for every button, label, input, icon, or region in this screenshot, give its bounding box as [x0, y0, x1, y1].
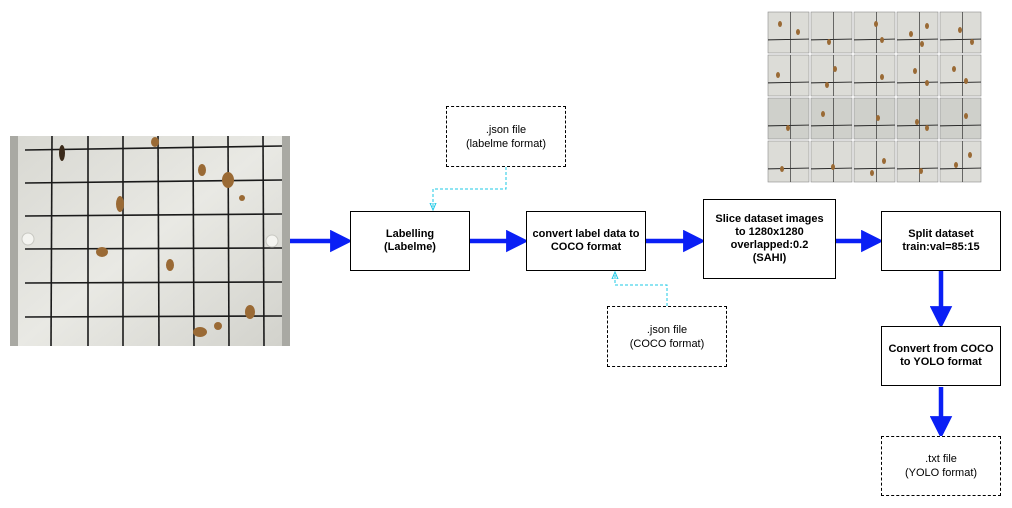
slice-tile: [853, 11, 896, 54]
step-labelling: Labelling (Labelme): [350, 211, 470, 271]
slice-tile: [810, 54, 853, 97]
slice-tile: [853, 97, 896, 140]
slice-tile: [767, 11, 810, 54]
slice-tile: [853, 140, 896, 183]
slice-tile: [896, 140, 939, 183]
source-trap-photo: [10, 136, 290, 346]
slice-tile: [896, 11, 939, 54]
slice-tile: [810, 140, 853, 183]
slice-tile: [767, 54, 810, 97]
slice-tile: [810, 97, 853, 140]
step-convert-coco: convert label data to COCO format: [526, 211, 646, 271]
sliced-images-grid: [766, 10, 982, 190]
slice-tile: [939, 54, 982, 97]
step-slice-dataset: Slice dataset images to 1280x1280 overla…: [703, 199, 836, 279]
slice-tile: [939, 140, 982, 183]
sliced-tiles-image: [766, 10, 982, 190]
file-json-labelme: .json file (labelme format): [446, 106, 566, 167]
slice-tile: [896, 97, 939, 140]
slice-tile: [853, 54, 896, 97]
slice-tile: [810, 11, 853, 54]
arrow-json-coco-to-convert: [615, 273, 668, 306]
slice-tile: [939, 11, 982, 54]
trap-photo-image: [10, 136, 290, 346]
step-convert-yolo: Convert from COCO to YOLO format: [881, 326, 1001, 386]
step-split-dataset: Split dataset train:val=85:15: [881, 211, 1001, 271]
slice-tile: [767, 140, 810, 183]
slice-tile: [767, 97, 810, 140]
file-json-coco: .json file (COCO format): [607, 306, 727, 367]
file-txt-yolo: .txt file (YOLO format): [881, 436, 1001, 496]
arrow-json-labelme-to-labelling: [433, 167, 507, 209]
slice-tile: [896, 54, 939, 97]
slice-tile: [939, 97, 982, 140]
